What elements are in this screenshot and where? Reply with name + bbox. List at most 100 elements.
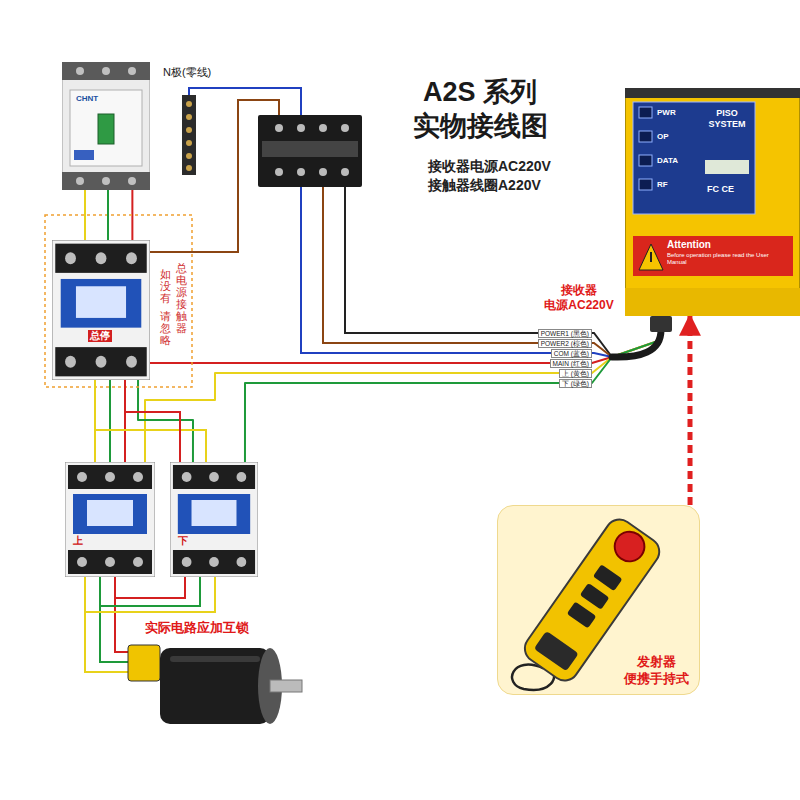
contactor-front — [61, 279, 142, 328]
contactor-screw — [133, 557, 143, 567]
contactor-screw — [209, 472, 219, 482]
node-text: Before operation please read the User Ma… — [667, 252, 789, 266]
spec-note: 接收器电源AC220V — [428, 158, 551, 176]
contactor-body — [65, 462, 155, 577]
black-wire — [345, 187, 612, 357]
main-contactor: 总停 — [52, 240, 150, 380]
blue-wire — [189, 88, 301, 115]
contactor-screw — [96, 252, 107, 264]
contactor-window — [192, 500, 237, 526]
breaker-body — [62, 62, 150, 190]
breaker-tag — [74, 150, 94, 160]
push-button — [567, 602, 597, 629]
neutral-bar-body — [182, 95, 196, 175]
neutral-screw — [186, 127, 192, 133]
terminal-strip — [262, 141, 358, 157]
main-wire — [150, 316, 661, 363]
indicator-icon — [639, 155, 652, 166]
cable — [612, 330, 661, 357]
blue-wire — [301, 187, 612, 357]
indicator-icon — [639, 179, 652, 190]
terminal-screw — [297, 124, 305, 132]
terminal-screw — [319, 124, 327, 132]
contactor-screw — [236, 557, 246, 567]
contactor-window — [76, 286, 126, 318]
terminal-screw — [341, 168, 349, 176]
contactor-drawing — [170, 462, 258, 577]
breaker-panel — [70, 90, 142, 166]
node-text: 发射器 便携手持式 — [616, 654, 696, 688]
contactor-front — [178, 494, 250, 534]
green-wire — [100, 577, 200, 606]
node-text: 上 — [73, 535, 83, 547]
yellow-wire — [95, 430, 206, 462]
motor-highlight — [170, 656, 260, 662]
contactor-screw — [126, 252, 137, 264]
node-text: Attention — [667, 239, 711, 251]
node-text: DATA — [657, 156, 678, 166]
motor-shaft — [270, 680, 302, 692]
contactor-screw — [105, 557, 115, 567]
contactor-screw — [77, 557, 87, 567]
neutral-bar — [182, 95, 196, 175]
indicator-icon — [639, 131, 652, 142]
remote-transmitter: 发射器 便携手持式 — [497, 505, 700, 695]
pendant-grip — [534, 631, 579, 672]
neutral-screw — [186, 153, 192, 159]
contactor-front — [73, 494, 147, 534]
brown-wire — [150, 100, 279, 252]
wire-tag: POWER1 (黑色) — [538, 329, 592, 338]
push-button — [593, 564, 623, 591]
circuit-breaker: CHNT — [62, 62, 150, 190]
yellow-wire — [85, 577, 215, 612]
diagram-title: A2S 系列 实物接线图 — [385, 76, 575, 144]
node-text: PWR — [657, 108, 676, 118]
down-contactor: 下 — [170, 462, 258, 577]
red-wire — [124, 380, 126, 462]
contactor-top — [173, 465, 255, 489]
neutral-screw — [186, 101, 192, 107]
yellow-wire — [85, 577, 130, 672]
optional-region-box — [45, 215, 192, 387]
receiver-housing — [625, 88, 800, 316]
warning-mark — [650, 252, 652, 262]
terminal-block — [258, 115, 362, 187]
contactor-bottom — [173, 550, 255, 574]
up-wire — [145, 316, 661, 462]
terminal-screw — [275, 124, 283, 132]
contactor-top — [55, 244, 146, 273]
terminal-screw — [341, 124, 349, 132]
node-text: PISO SYSTEM — [705, 108, 749, 130]
red-wire — [115, 577, 185, 598]
emergency-stop — [609, 526, 650, 567]
remote-receiver: PWROPDATARFPISO SYSTEMFC CEAttentionBefo… — [625, 88, 800, 316]
contactor-window — [87, 500, 133, 526]
neutral-screw — [186, 140, 192, 146]
indicator-icon — [639, 107, 652, 118]
callout-label: 接收器 电源AC220V — [537, 283, 621, 313]
motor-body — [160, 648, 270, 724]
receiver-top-band — [625, 88, 800, 98]
receiver-panel — [633, 102, 755, 214]
breaker-handle — [98, 114, 114, 144]
cable-gland — [650, 316, 672, 332]
breaker-screw — [76, 177, 84, 185]
contactor-screw — [182, 557, 192, 567]
breaker-screw — [102, 67, 110, 75]
breaker-top — [62, 62, 150, 80]
contactor-drawing — [52, 240, 150, 380]
contactor-body — [170, 462, 258, 577]
terminal-screw — [319, 168, 327, 176]
yellow-wire — [94, 380, 96, 462]
terminal-screw — [275, 168, 283, 176]
node-text: CHNT — [76, 94, 98, 104]
contactor-screw — [96, 356, 107, 368]
contactor-screw — [236, 472, 246, 482]
node-text: 总停 — [88, 330, 112, 342]
wire-tag: POWER2 (棕色) — [538, 339, 592, 348]
lcd-window — [705, 160, 749, 174]
breaker-drawing — [62, 62, 150, 190]
contactor-top — [68, 465, 152, 489]
terminal-screw — [297, 168, 305, 176]
node-text: RF — [657, 180, 668, 190]
